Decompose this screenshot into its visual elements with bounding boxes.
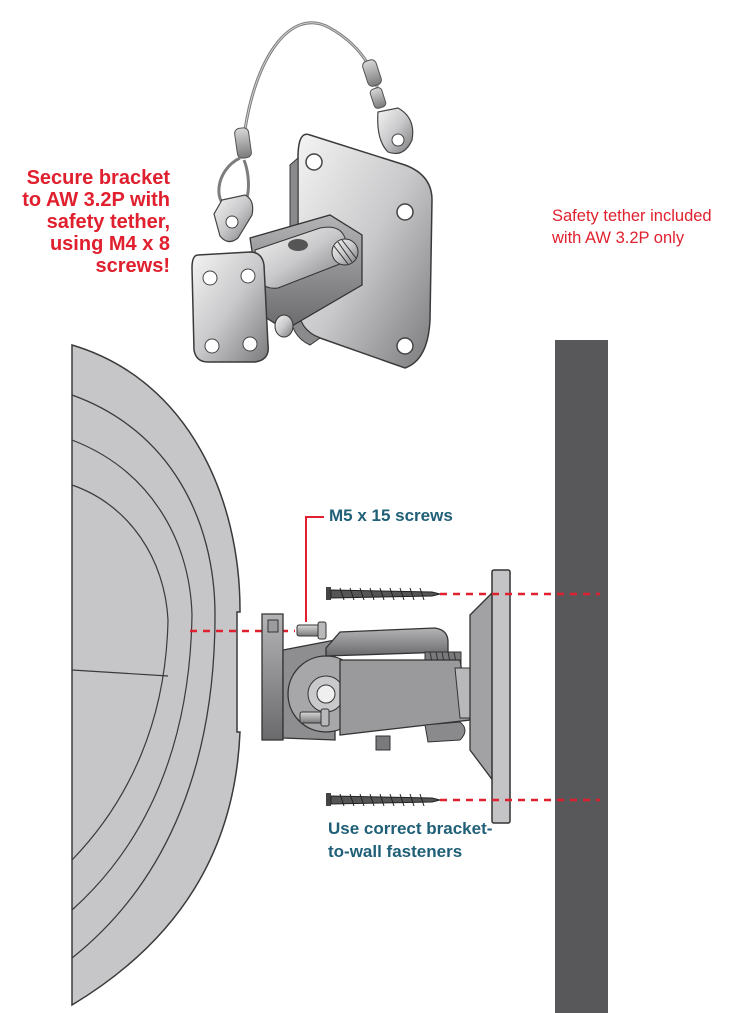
wood-screw-icon — [326, 587, 441, 807]
fastener-note: Use correct bracket-to-wall fasteners — [328, 819, 493, 861]
speaker-bracket — [261, 569, 511, 824]
wall-bracket-icon — [191, 133, 433, 369]
screw-label: M5 x 15 screws — [329, 506, 453, 525]
callout-line — [305, 516, 324, 622]
wall — [555, 340, 608, 1013]
tether-note: Safety tether included with AW 3.2P only — [552, 207, 712, 247]
speaker-cabinet — [71, 343, 241, 1007]
machine-screw-icon — [296, 621, 330, 727]
warning-callout: Secure bracket to AW 3.2P with safety te… — [22, 167, 170, 277]
safety-tether-icon — [213, 21, 414, 243]
